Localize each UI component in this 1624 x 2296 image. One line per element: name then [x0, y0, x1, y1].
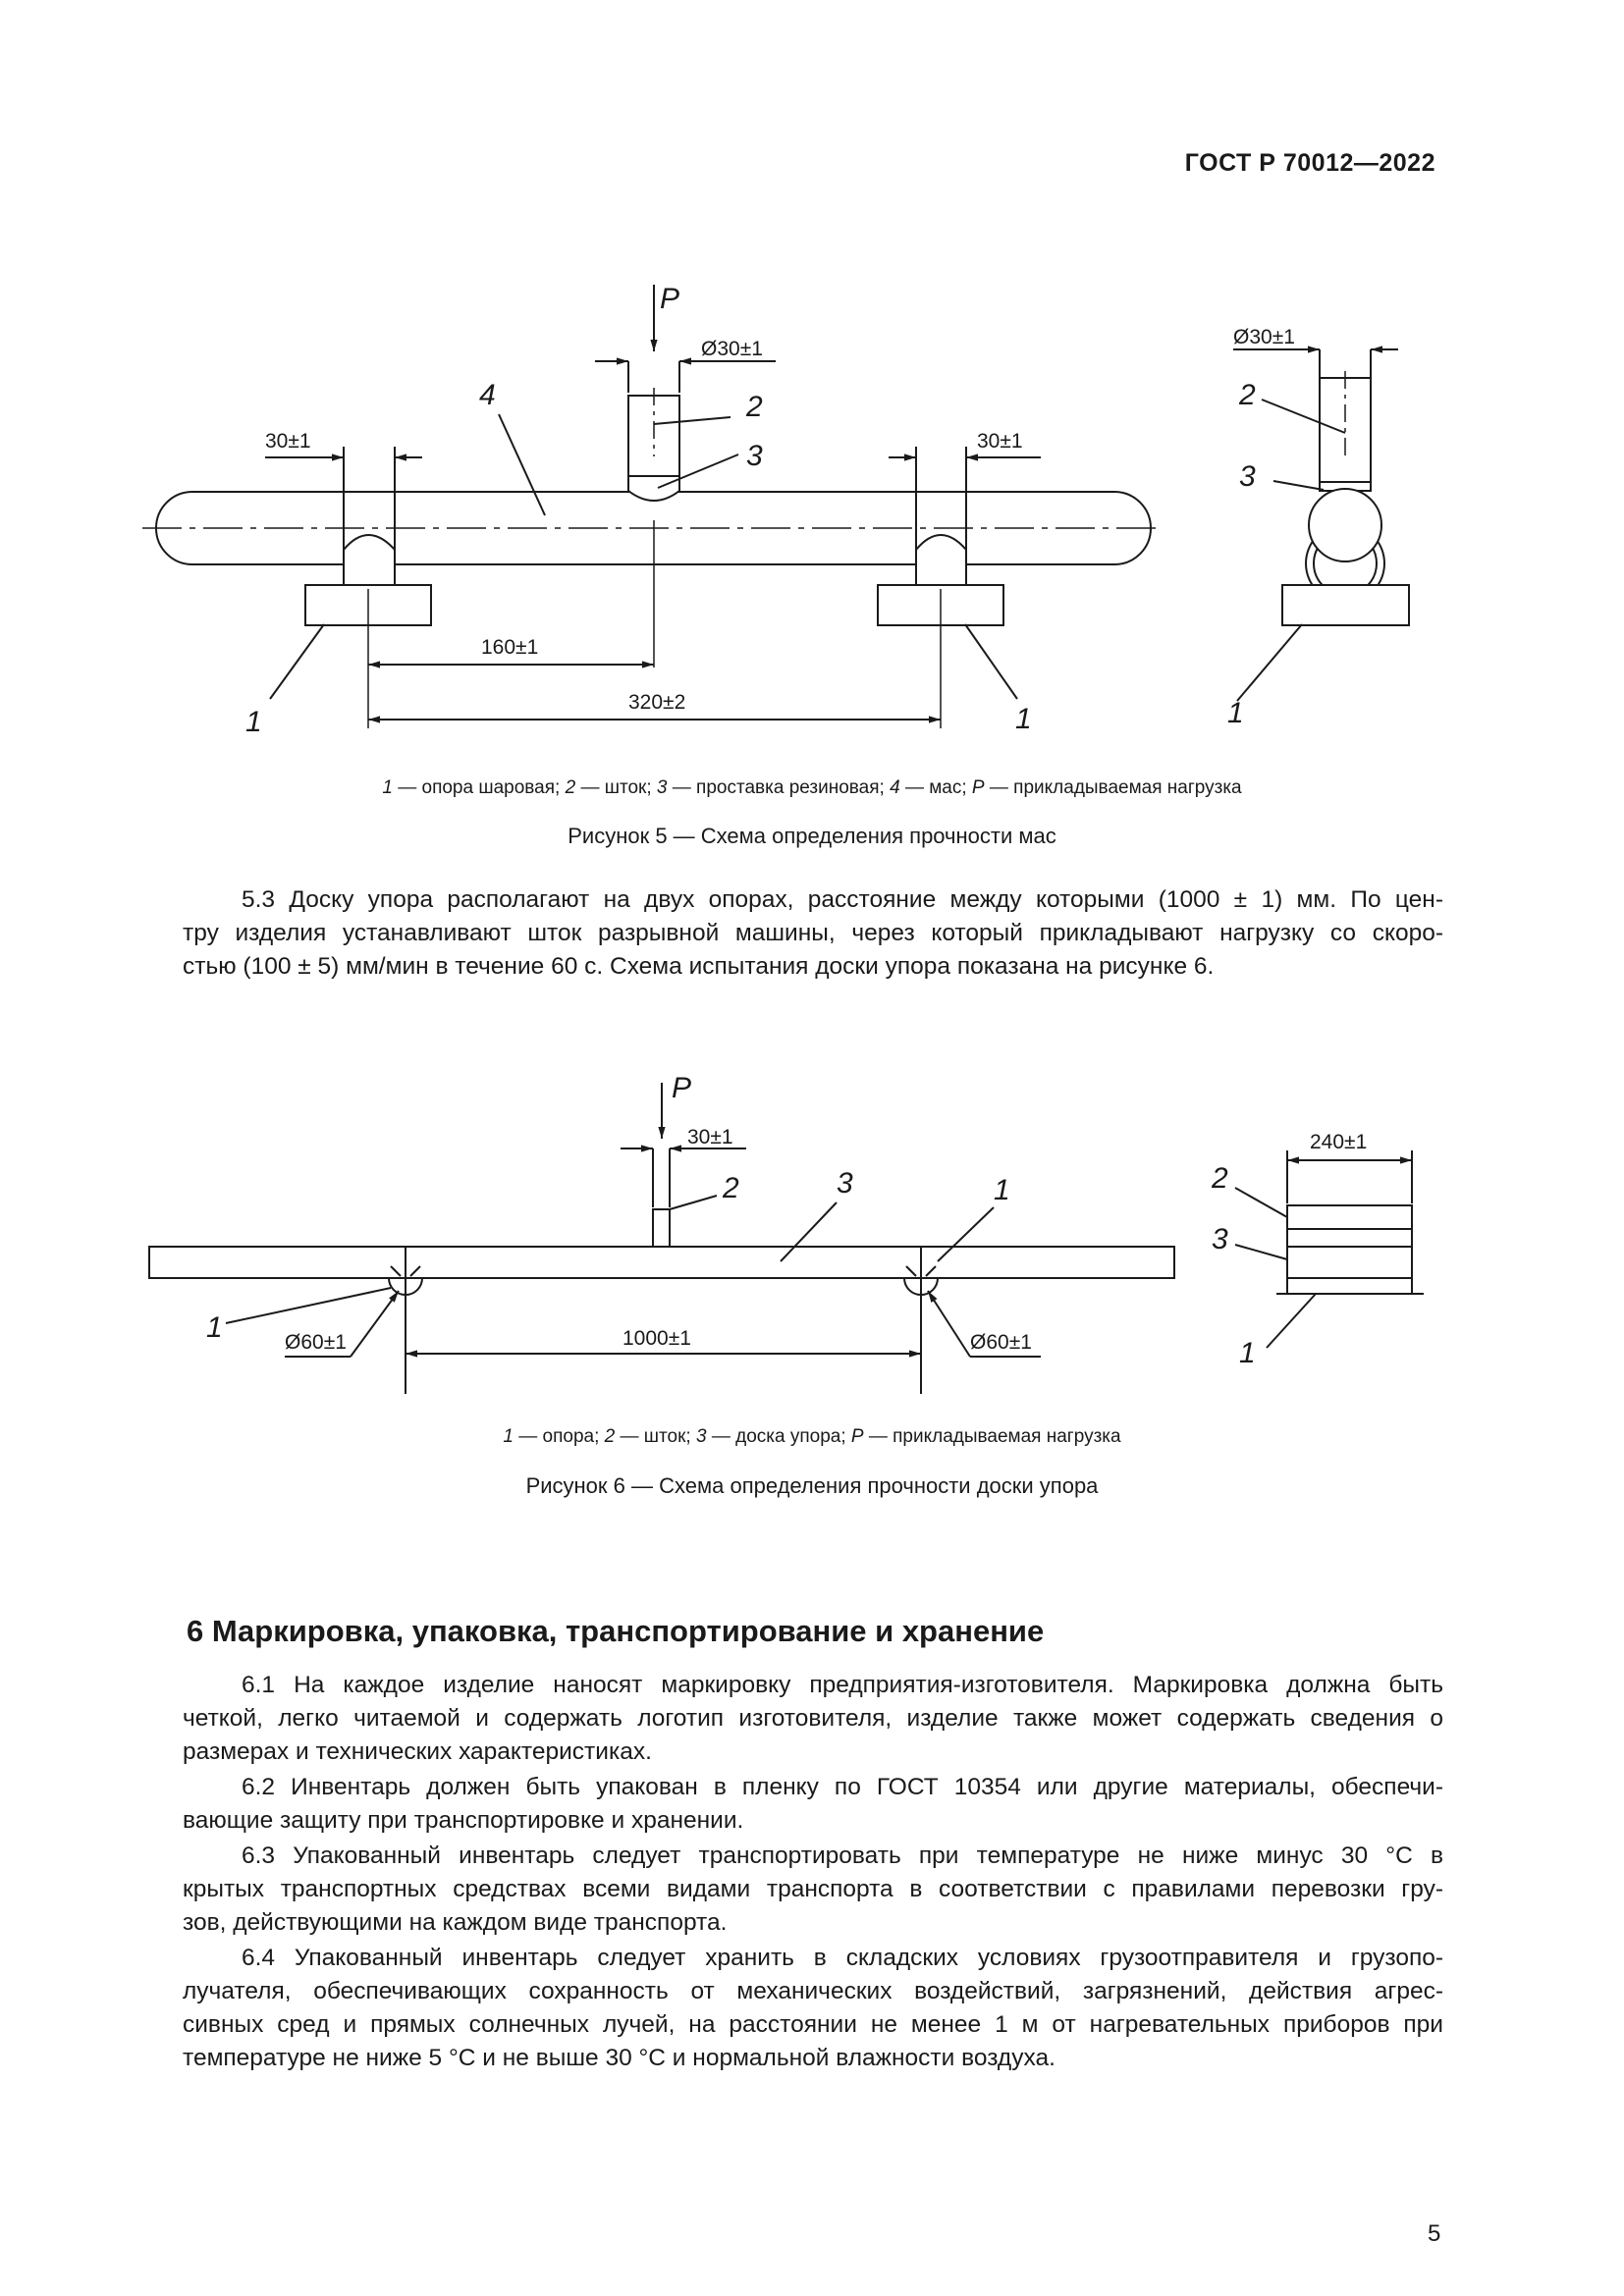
left-offset-label: 30±1	[265, 430, 311, 453]
callout-3: 3	[746, 440, 763, 472]
document-header: ГОСТ Р 70012—2022	[1184, 149, 1435, 177]
rod-6	[652, 1208, 671, 1248]
side-diameter-label: Ø30±1	[1233, 326, 1295, 348]
figure-5-caption: Рисунок 5 — Схема определения прочности …	[568, 824, 1056, 848]
callout-6-3: 3	[837, 1167, 853, 1200]
side-board	[1286, 1204, 1413, 1230]
right-dia-label: Ø60±1	[970, 1331, 1032, 1354]
force-label: P	[660, 283, 679, 315]
figure-5-legend: 1 — опора шаровая; 2 — шток; 3 — простав…	[382, 777, 1242, 798]
side-callout-6-2: 2	[1211, 1162, 1228, 1195]
rod-width-label: 30±1	[687, 1126, 733, 1148]
figure-6-caption: Рисунок 6 — Схема определения прочности …	[525, 1473, 1099, 1498]
callout-4: 4	[479, 379, 496, 411]
half-span-label: 160±1	[481, 636, 538, 659]
force-label-6: P	[672, 1072, 691, 1104]
callout-1-right: 1	[1015, 703, 1032, 735]
rod-diameter-label: Ø30±1	[701, 338, 763, 360]
side-width-label: 240±1	[1310, 1131, 1367, 1153]
side-callout-6-1: 1	[1239, 1337, 1256, 1369]
side-callout-6-3: 3	[1212, 1223, 1228, 1255]
side-upper	[1286, 1246, 1413, 1279]
page-number: 5	[1428, 2220, 1441, 2247]
side-mas-section	[1308, 488, 1382, 562]
left-dia-label: Ø60±1	[285, 1331, 347, 1354]
paragraph-5-3: 5.3 Доску упора располагают на двух опор…	[183, 886, 1443, 980]
callout-1-left: 1	[245, 706, 262, 738]
left-ball-support	[343, 534, 396, 584]
side-callout-2: 2	[1238, 379, 1256, 411]
figure-5-drawing: P Ø30±1 30±1 30±1 160±1 320±2 Ø30±1 4 2 …	[142, 283, 1410, 738]
paragraph-6-4: 6.4 Упакованный инвентарь следует хранит…	[183, 1945, 1443, 2071]
right-ball-support	[915, 534, 967, 584]
paragraph-6-2: 6.2 Инвентарь должен быть упакован в пле…	[183, 1774, 1443, 1834]
callout-6-1-right: 1	[994, 1174, 1010, 1206]
span-label: 320±2	[628, 691, 685, 714]
paragraph-6-3: 6.3 Упакованный инвентарь следует трансп…	[183, 1842, 1443, 1936]
right-offset-label: 30±1	[977, 430, 1023, 453]
section-6-title: 6 Маркировка, упаковка, транспортировани…	[187, 1614, 1045, 1648]
figure-6-drawing: P 30±1 1000±1 Ø60±1 Ø60±1 240±1 2 3 1 1 …	[148, 1072, 1424, 1394]
callout-6-1-left: 1	[206, 1311, 223, 1344]
side-callout-1: 1	[1227, 697, 1244, 729]
span-1000-label: 1000±1	[623, 1327, 691, 1350]
side-callout-3: 3	[1239, 460, 1256, 493]
figure-6-legend: 1 — опора; 2 — шток; 3 — доска упора; P …	[503, 1426, 1121, 1447]
board	[148, 1246, 1175, 1279]
paragraph-6-1: 6.1 На каждое изделие наносят маркировку…	[183, 1672, 1443, 1765]
side-base	[1281, 584, 1410, 626]
callout-2: 2	[745, 391, 763, 423]
callout-6-2: 2	[722, 1172, 739, 1204]
